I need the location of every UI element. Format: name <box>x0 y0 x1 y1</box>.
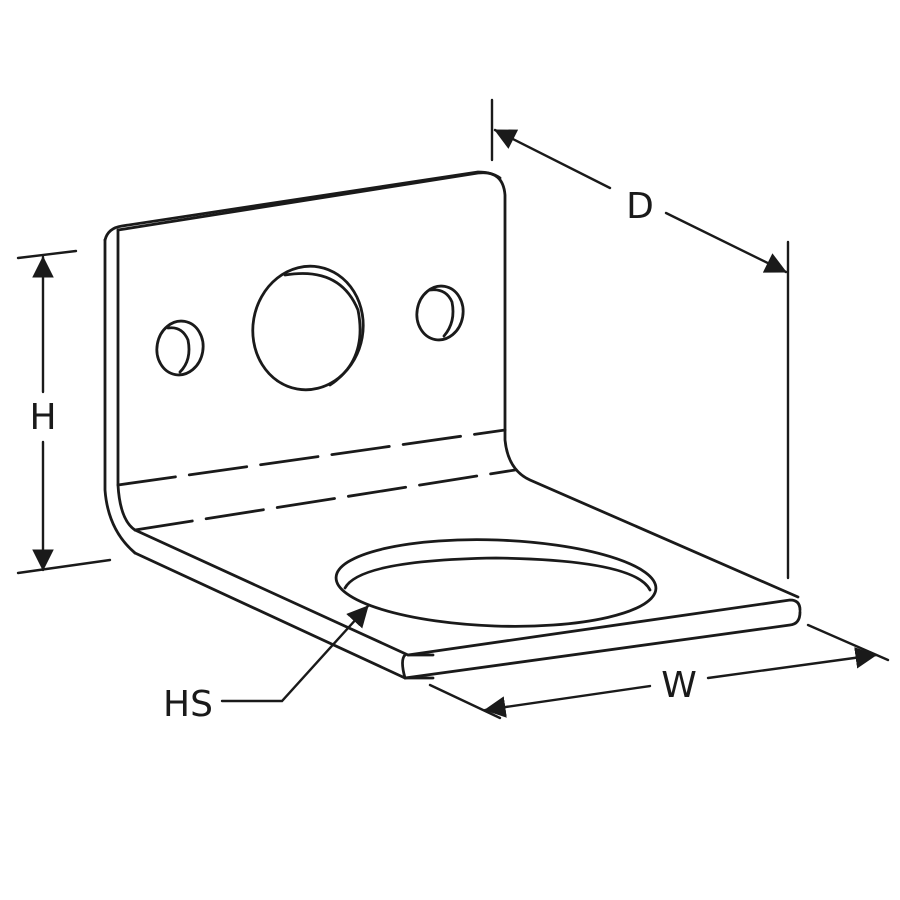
base-plate-front-edge <box>133 551 802 680</box>
depth-dimension-line-a <box>493 128 612 190</box>
angle-bracket <box>103 170 802 680</box>
base-plate-corner-left <box>401 653 407 680</box>
bend-line-lower <box>133 468 517 532</box>
vertical-plate-left-edge <box>103 238 137 555</box>
width-dimension-line-b <box>706 647 878 680</box>
width-dimension-line-a <box>483 684 652 718</box>
small-hole-left-inner <box>166 326 191 374</box>
base-plate-top <box>133 528 802 657</box>
large-hole-inner <box>283 272 362 387</box>
dimension-labels: D H W HS <box>29 186 696 725</box>
small-hole-right-inner <box>428 288 455 338</box>
depth-dimension-line-b <box>664 211 788 274</box>
base-plate-corner-lines <box>403 653 435 680</box>
height-label: H <box>29 397 56 438</box>
large-hole <box>251 264 365 392</box>
hole-size-label: HS <box>163 684 213 725</box>
bend-line-upper <box>116 428 507 487</box>
width-label: W <box>661 665 697 706</box>
small-hole-right <box>415 284 465 342</box>
base-hole-inner <box>343 556 652 592</box>
vertical-plate-outline <box>116 171 800 599</box>
width-extension-line-left <box>428 683 502 720</box>
height-extension-line-top <box>16 249 78 260</box>
hole-size-leader-line <box>220 604 370 703</box>
base-hole <box>334 538 658 628</box>
vertical-plate-top-edge <box>103 170 502 242</box>
small-hole-left <box>155 319 205 377</box>
dimension-annotations <box>16 98 890 720</box>
depth-label: D <box>626 186 654 227</box>
height-extension-line-bottom <box>16 558 112 575</box>
